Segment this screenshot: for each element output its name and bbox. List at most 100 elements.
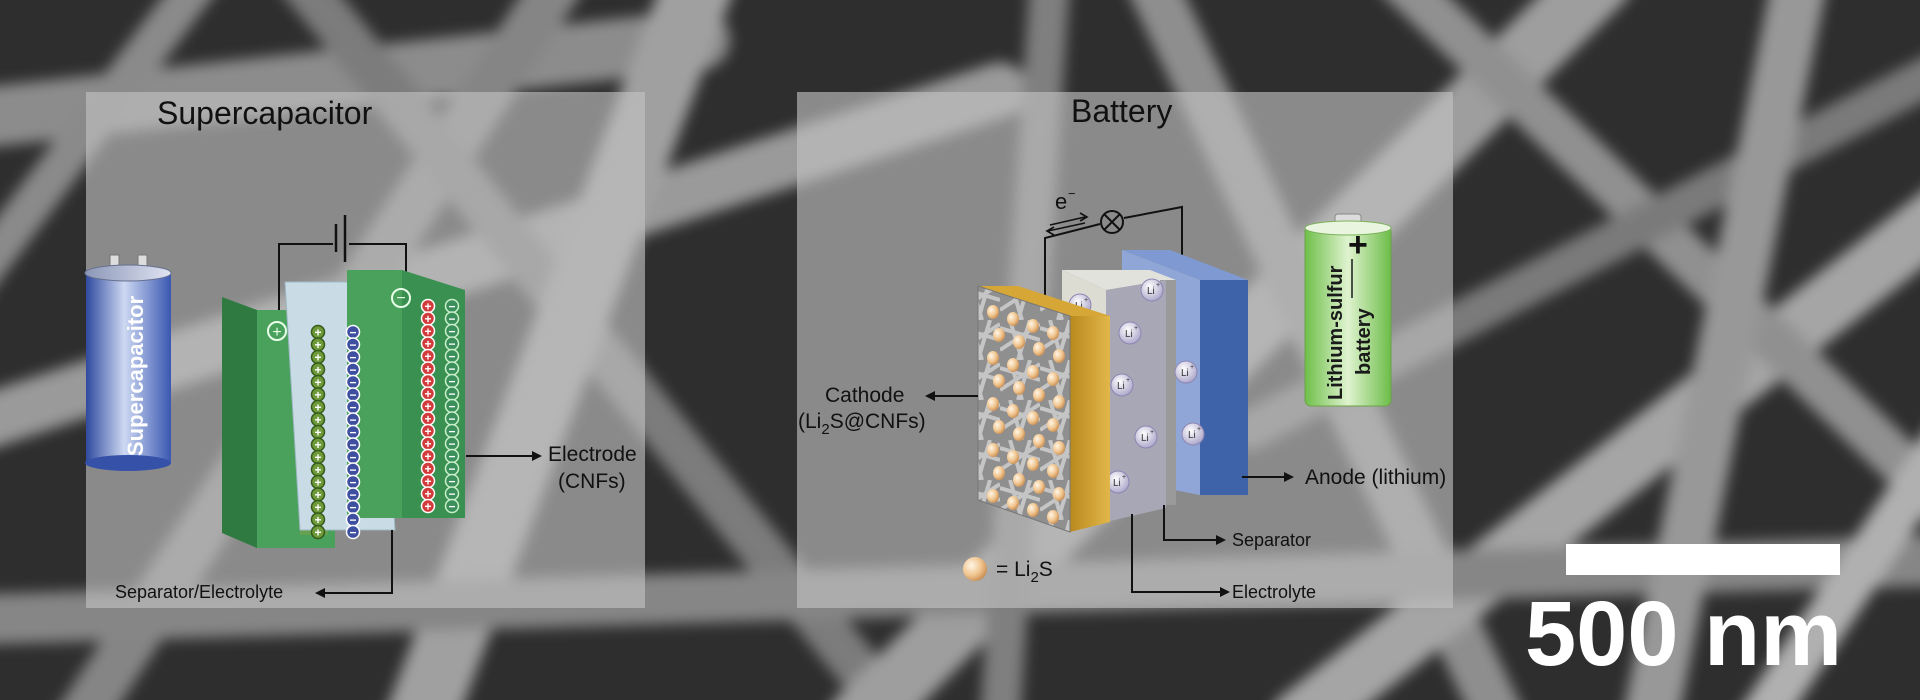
li2s-particle — [993, 374, 1005, 388]
plus-charge-icon: + — [310, 424, 326, 440]
svg-text:−: − — [349, 488, 356, 502]
svg-text:+: + — [1122, 474, 1126, 481]
svg-text:+: + — [424, 325, 431, 339]
minus-charge-icon: − — [345, 337, 361, 352]
li2s-legend-label: = Li2S — [996, 558, 1053, 586]
separator-arrow — [1163, 505, 1216, 541]
svg-text:−: − — [448, 387, 455, 401]
minus-charge-icon: − — [345, 524, 361, 540]
li2s-particle — [1013, 381, 1025, 395]
li2s-particle — [1053, 395, 1065, 409]
svg-text:+: + — [424, 487, 431, 501]
svg-text:+: + — [424, 500, 431, 514]
svg-text:−: − — [448, 312, 455, 326]
svg-text:+: + — [424, 375, 431, 389]
svg-text:+: + — [424, 337, 431, 351]
svg-text:+: + — [314, 376, 321, 390]
svg-text:−: − — [448, 400, 455, 414]
svg-text:Li: Li — [1147, 286, 1155, 297]
svg-text:Li: Li — [1181, 368, 1189, 379]
svg-text:+: + — [424, 462, 431, 476]
svg-text:−: − — [448, 450, 455, 464]
svg-text:Li: Li — [1188, 430, 1196, 441]
svg-text:−: − — [349, 326, 356, 340]
li2s-legend-swatch — [963, 557, 987, 581]
svg-text:−: − — [448, 437, 455, 451]
svg-text:Li: Li — [1125, 329, 1133, 340]
lithium-ion-icon: Li+ — [1140, 278, 1164, 302]
svg-text:−: − — [448, 412, 455, 426]
battery-panel: Battery e − Li+Li+Li+Li+Li — [797, 92, 1453, 608]
svg-text:+: + — [424, 387, 431, 401]
svg-text:−: − — [349, 463, 356, 477]
svg-text:−: − — [448, 425, 455, 439]
svg-text:+: + — [1134, 325, 1138, 332]
charge-columns: +++++++++++++++++−−−−−−−−−−−−−−−−−++++++… — [310, 298, 460, 540]
svg-text:+: + — [314, 413, 321, 427]
plus-charge-icon: + — [420, 498, 436, 514]
minus-charge-icon: − — [444, 386, 460, 401]
minus-charge-icon: − — [444, 498, 460, 514]
svg-text:−: − — [448, 337, 455, 351]
svg-text:−: − — [349, 388, 356, 402]
electron-label: e — [1055, 189, 1067, 214]
anode-label: Anode (lithium) — [1305, 466, 1446, 489]
li2s-particle — [1033, 434, 1045, 448]
electrolyte-arrow — [1131, 514, 1220, 593]
svg-text:−: − — [396, 290, 405, 307]
svg-text:−: − — [349, 338, 356, 352]
plus-charge-icon: + — [310, 487, 326, 502]
svg-text:+: + — [314, 463, 321, 477]
li2s-particle — [1007, 450, 1019, 464]
svg-text:+: + — [314, 488, 321, 502]
svg-text:+: + — [1084, 297, 1088, 304]
li2s-particle — [1047, 418, 1059, 432]
li2s-particle — [987, 397, 999, 411]
lithium-ion-icon: Li+ — [1118, 321, 1142, 345]
electron-flow-arrows — [1045, 212, 1089, 236]
svg-text:−: − — [349, 476, 356, 490]
svg-text:+: + — [424, 412, 431, 426]
svg-text:+: + — [314, 426, 321, 440]
svg-text:−: − — [349, 526, 356, 540]
li2s-particle — [1047, 510, 1059, 524]
svg-text:−: − — [448, 350, 455, 364]
svg-text:+: + — [424, 300, 431, 314]
lithium-ion-icon: Li+ — [1134, 425, 1158, 449]
li2s-particle — [987, 443, 999, 457]
li2s-particle — [1047, 326, 1059, 340]
svg-text:+: + — [314, 513, 321, 527]
scale-bar-line — [1566, 544, 1840, 575]
li2s-particle — [987, 305, 999, 319]
svg-text:−: − — [448, 325, 455, 339]
li2s-particle — [1007, 312, 1019, 326]
electron-superscript: − — [1068, 186, 1076, 201]
supercapacitor-title: Supercapacitor — [157, 95, 373, 131]
svg-text:−: − — [448, 487, 455, 501]
svg-text:+: + — [314, 526, 321, 540]
minus-charge-icon: − — [345, 487, 361, 502]
electrolyte-label: Electrolyte — [1232, 582, 1316, 602]
svg-text:+: + — [314, 438, 321, 452]
svg-text:+: + — [424, 450, 431, 464]
li2s-particle — [987, 489, 999, 503]
svg-text:−: − — [349, 413, 356, 427]
svg-text:−: − — [448, 475, 455, 489]
circuit-wire — [278, 215, 407, 315]
svg-text:+: + — [1190, 364, 1194, 371]
lithium-ion-icon: Li+ — [1181, 422, 1205, 446]
supercapacitor-device-icon: Supercapacitor — [84, 254, 172, 471]
li2s-particle — [1053, 349, 1065, 363]
plus-charge-icon: + — [310, 387, 326, 402]
li2s-particle — [1007, 358, 1019, 372]
svg-text:−: − — [448, 300, 455, 314]
svg-text:+: + — [1126, 377, 1130, 384]
svg-text:+: + — [424, 362, 431, 376]
li2s-particle — [1047, 372, 1059, 386]
li2s-particle — [1027, 365, 1039, 379]
li2s-particle — [1027, 457, 1039, 471]
lithium-sulfur-battery-icon: Lithium-sulfur battery + — [1304, 213, 1392, 407]
svg-text:Li: Li — [1141, 433, 1149, 444]
minus-charge-icon: − — [444, 311, 460, 326]
battery-device-label-line2: battery — [1353, 307, 1375, 375]
